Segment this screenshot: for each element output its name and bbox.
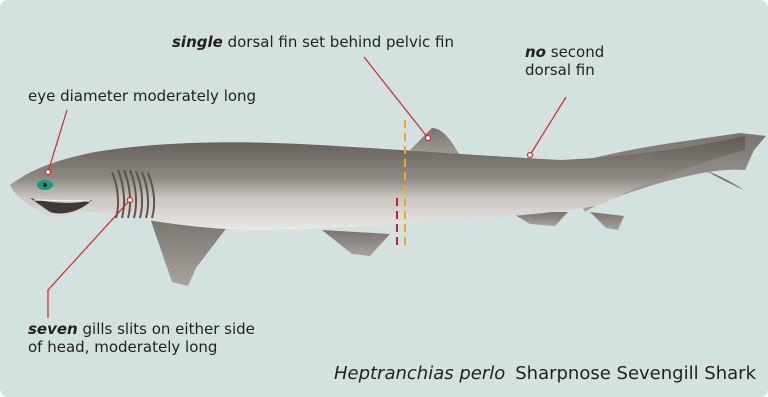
nosecond-marker-dot (528, 153, 533, 158)
gill-slits-text: gills slits on either side (78, 320, 255, 338)
dorsal-fin-label-text: dorsal fin set behind pelvic fin (223, 33, 454, 51)
species-caption: Heptranchias perlo Sharpnose Sevengill Sh… (334, 363, 756, 384)
no-second-dorsal-text: second (546, 43, 604, 61)
dorsal-fin-label-emphasis: single (172, 33, 223, 51)
nosecond-leader-line (530, 97, 566, 155)
dorsal-fin-label: single dorsal fin set behind pelvic fin (172, 33, 454, 51)
no-second-dorsal-text-line2: dorsal fin (525, 61, 604, 79)
pelvic-fin (322, 230, 390, 256)
gill-slits-emphasis: seven (28, 320, 78, 338)
eye-label: eye diameter moderately long (28, 87, 256, 105)
scientific-name: Heptranchias perlo (334, 363, 505, 384)
dorsal-marker-dot (426, 136, 431, 141)
common-name: Sharpnose Sevengill Shark (515, 363, 756, 384)
no-second-dorsal-emphasis: no (525, 43, 546, 61)
gills-marker-dot (128, 198, 133, 203)
dorsal-leader-line (364, 57, 428, 138)
eye-marker-dot (46, 170, 51, 175)
gill-slits-text-line2: of head, moderately long (28, 338, 255, 356)
